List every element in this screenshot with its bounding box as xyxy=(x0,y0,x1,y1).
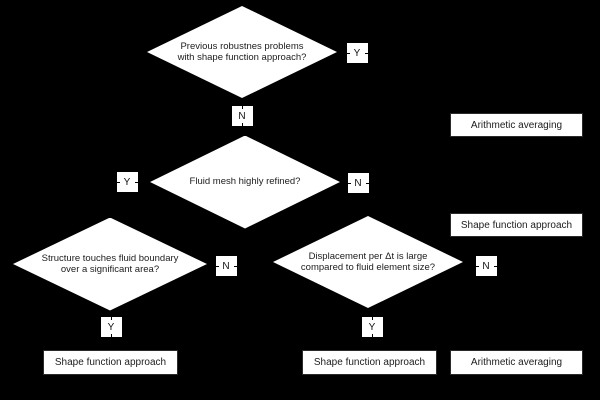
outcome-shape-function-mid: Shape function approach xyxy=(450,213,583,237)
branch-label-yes: Y xyxy=(346,43,368,63)
branch-label-text: N xyxy=(238,110,246,122)
outcome-shape-function-bottom-mid: Shape function approach xyxy=(302,350,437,375)
branch-label-yes: Y xyxy=(116,172,138,192)
branch-label-text: N xyxy=(354,177,362,189)
branch-label-text: N xyxy=(482,260,490,272)
branch-label-no: N xyxy=(347,173,369,193)
outcome-arithmetic-averaging-top: Arithmetic averaging xyxy=(450,113,583,137)
edge-tick xyxy=(371,334,373,337)
edge-tick xyxy=(215,265,219,267)
branch-label-text: Y xyxy=(123,176,131,188)
decision-label: Fluid mesh highly refined? xyxy=(189,176,301,188)
decision-mesh-refined: Fluid mesh highly refined? xyxy=(150,135,340,229)
edge-tick xyxy=(110,334,112,337)
edge-tick xyxy=(110,317,112,320)
branch-label-no: N xyxy=(231,106,253,126)
edge-tick xyxy=(371,317,373,320)
edge-tick xyxy=(365,182,369,184)
outcome-label: Shape function approach xyxy=(54,357,167,368)
edge-tick xyxy=(233,265,237,267)
decision-structure-boundary: Structure touches fluid boundary over a … xyxy=(13,217,207,311)
outcome-label: Shape function approach xyxy=(460,219,573,231)
branch-label-text: Y xyxy=(368,321,376,333)
decision-label: Structure touches fluid boundary over a … xyxy=(41,252,179,276)
decision-label: Previous robustnes problems with shape f… xyxy=(177,40,307,64)
edge-tick xyxy=(347,182,351,184)
branch-label-text: Y xyxy=(353,47,361,59)
branch-label-no: N xyxy=(215,256,237,276)
edge-tick xyxy=(241,123,243,126)
decision-robustness: Previous robustnes problems with shape f… xyxy=(147,6,337,98)
edge-tick xyxy=(346,52,350,54)
outcome-label: Arithmetic averaging xyxy=(470,357,563,368)
outcome-arithmetic-averaging-bottom: Arithmetic averaging xyxy=(450,350,583,375)
branch-label-yes: Y xyxy=(100,317,122,337)
decision-displacement: Displacement per Δt is large compared to… xyxy=(273,216,463,308)
edge-tick xyxy=(364,52,368,54)
branch-label-yes: Y xyxy=(361,317,383,337)
decision-label: Displacement per Δt is large compared to… xyxy=(300,250,436,274)
outcome-label: Arithmetic averaging xyxy=(470,119,563,131)
outcome-label: Shape function approach xyxy=(313,357,426,368)
branch-label-no: N xyxy=(475,256,497,276)
edge-tick xyxy=(475,265,479,267)
edge-tick xyxy=(116,181,120,183)
branch-label-text: N xyxy=(222,260,230,272)
edge-tick xyxy=(241,106,243,109)
outcome-shape-function-bottom-left: Shape function approach xyxy=(43,350,178,375)
branch-label-text: Y xyxy=(107,321,115,333)
edge-tick xyxy=(493,265,497,267)
edge-tick xyxy=(134,181,138,183)
